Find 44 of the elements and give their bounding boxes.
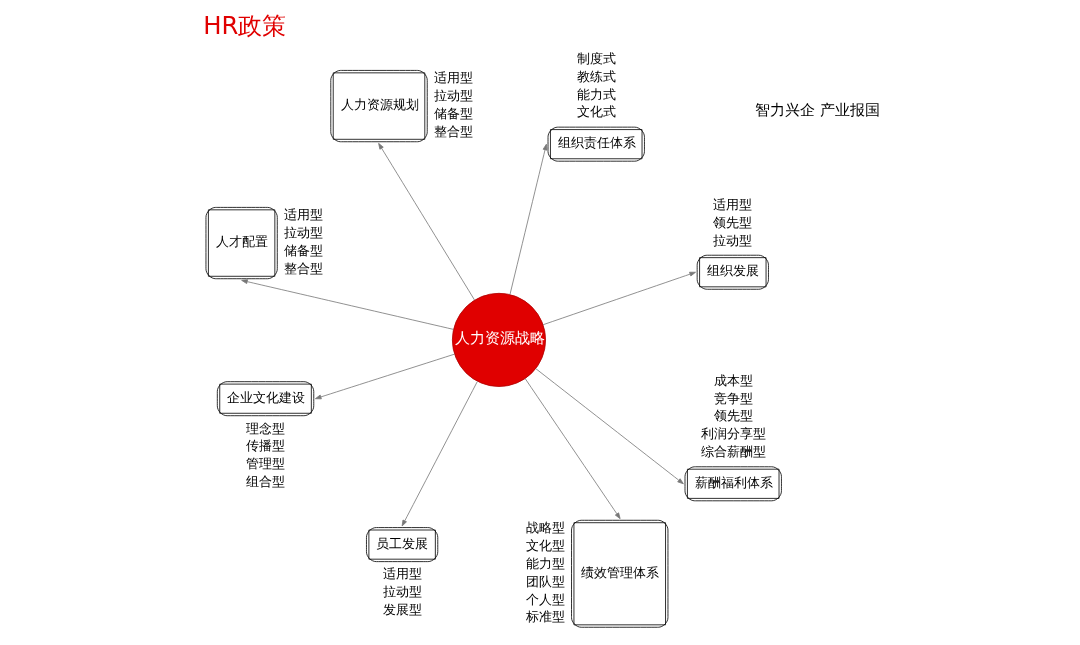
node-label: 能力式 — [576, 86, 616, 102]
node-label: 拉动型 — [382, 584, 422, 600]
node-label: 拉动型 — [283, 225, 323, 241]
arrow — [524, 378, 621, 520]
node-label: 发展型 — [382, 602, 422, 618]
node-label: 领先型 — [713, 408, 753, 424]
node-label: 拉动型 — [712, 232, 752, 248]
label: 智力兴企 产业报国 — [754, 100, 880, 118]
node-label: 传播型 — [245, 438, 285, 454]
arrow — [509, 143, 547, 295]
arrow — [377, 142, 475, 301]
node-label: 标准型 — [525, 609, 565, 625]
arrow — [314, 353, 455, 400]
node-label: 适用型 — [382, 566, 422, 582]
node-label: 整合型 — [283, 260, 323, 276]
node-label: 适用型 — [283, 207, 323, 223]
arrow — [542, 271, 696, 326]
node-label: 组合型 — [245, 474, 285, 490]
node-label: 适用型 — [433, 70, 473, 86]
node-label: 战略型 — [525, 520, 565, 536]
node-label: 团队型 — [525, 573, 565, 589]
arrow — [240, 279, 454, 330]
node-label: 能力型 — [525, 555, 565, 571]
node-circle: 人力资源战略 — [451, 292, 546, 387]
node-label: 领先型 — [712, 214, 752, 230]
node-label: 理念型 — [245, 420, 285, 436]
node-label: 制度式 — [576, 50, 616, 66]
node-label: 个人型 — [525, 591, 565, 607]
node-label: 利润分享型 — [700, 426, 766, 442]
node-label: 整合型 — [433, 123, 473, 139]
arrow — [534, 368, 684, 485]
node-label: 文化型 — [525, 538, 565, 554]
node-label: 储备型 — [283, 243, 323, 259]
node-label: 综合薪酬型 — [700, 444, 766, 460]
node-label: 拉动型 — [433, 88, 473, 104]
node-label: 文化式 — [576, 104, 616, 120]
node-label: 适用型 — [712, 196, 752, 212]
node-label: 储备型 — [433, 106, 473, 122]
node-label: 管理型 — [245, 456, 285, 472]
node-label: 竞争型 — [713, 390, 753, 406]
node-label: 成本型 — [713, 372, 753, 388]
diagram-title: HR政策 — [202, 10, 286, 40]
arrow — [401, 381, 478, 527]
node-label: 教练式 — [576, 68, 616, 84]
